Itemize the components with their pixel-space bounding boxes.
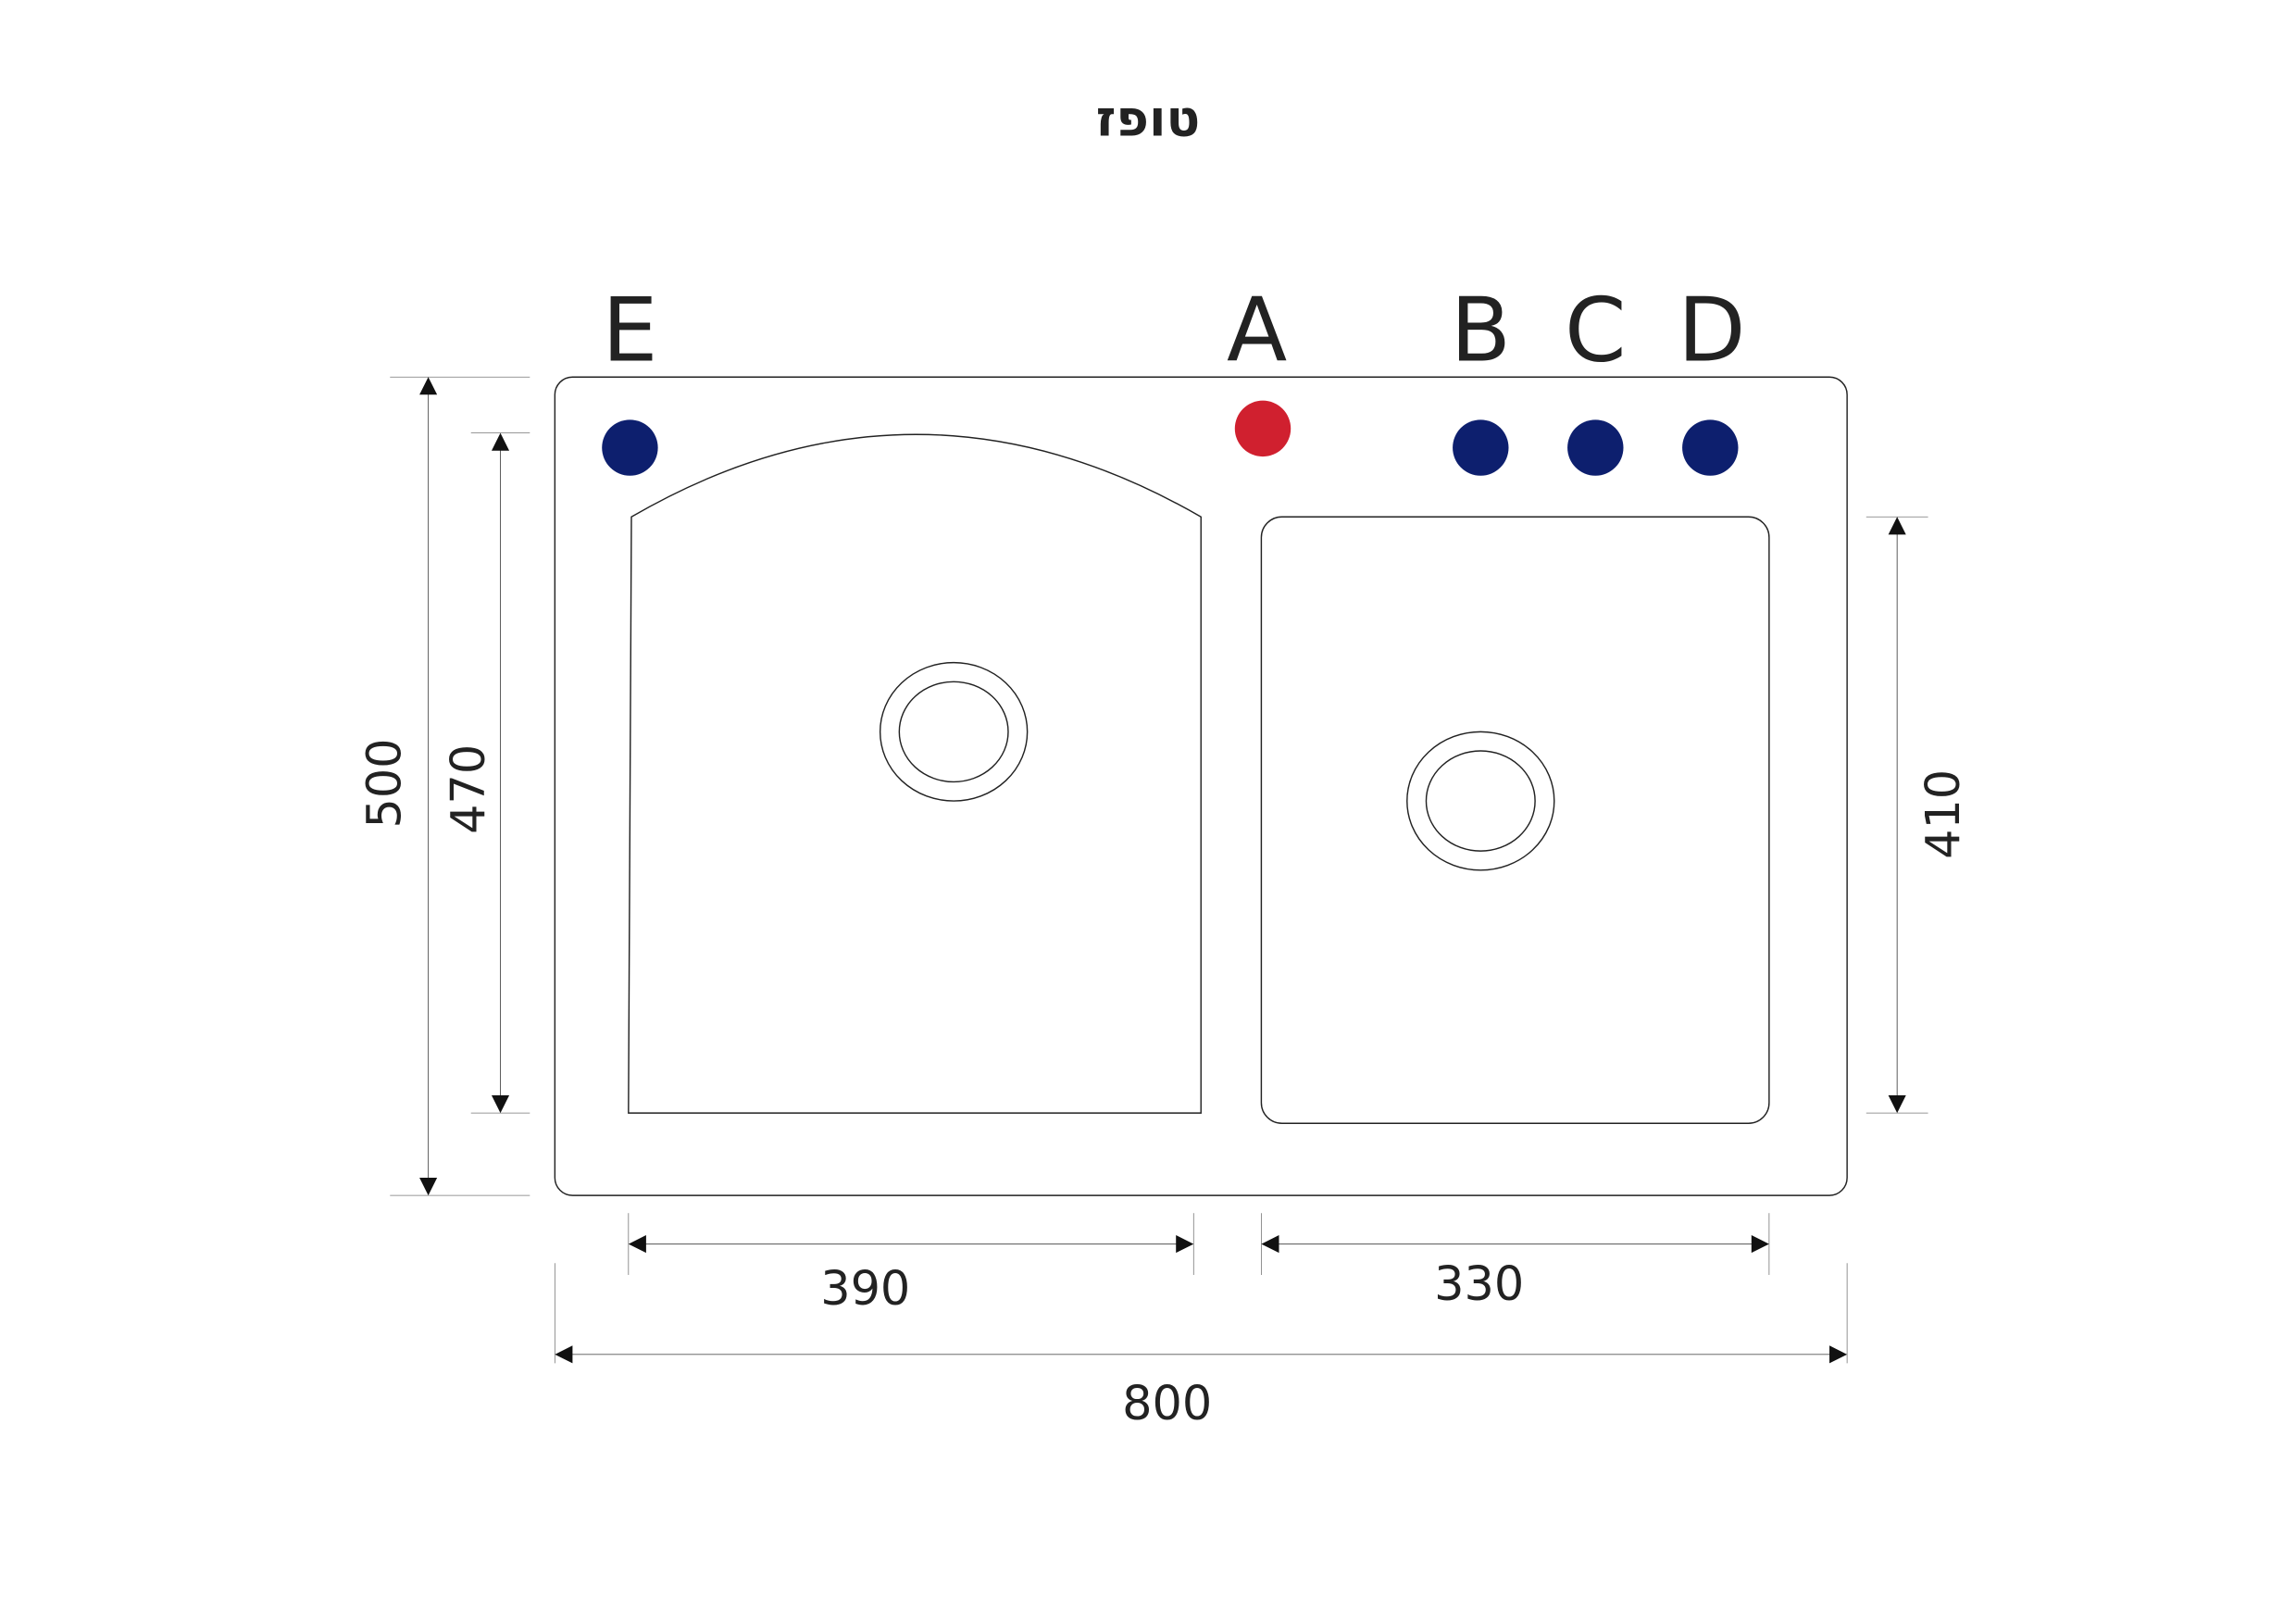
hole-label-b: B <box>1451 280 1511 382</box>
right-drain-outer <box>1406 731 1555 871</box>
product-title: טופז <box>1096 90 1200 148</box>
hole-label-e: E <box>602 280 657 382</box>
tap-hole-a <box>1234 400 1292 457</box>
dim-label-410: 410 <box>1915 769 1970 859</box>
dim-label-390: 390 <box>820 1261 910 1316</box>
left-drain-inner <box>898 681 1009 783</box>
right-bowl <box>1260 516 1770 1124</box>
left-bowl <box>628 433 1202 1114</box>
tap-hole-d <box>1682 419 1739 476</box>
dim-left-bowl-width: 390 <box>628 1213 1194 1316</box>
dim-label-470: 470 <box>441 744 495 834</box>
tap-hole-b <box>1453 419 1509 476</box>
right-drain-inner <box>1425 750 1536 852</box>
dim-label-500: 500 <box>356 738 411 828</box>
dim-label-800: 800 <box>1122 1376 1212 1430</box>
hole-label-c: C <box>1565 280 1627 382</box>
hole-label-d: D <box>1678 280 1745 382</box>
dim-right-bowl-width: 330 <box>1261 1213 1770 1311</box>
dim-label-330: 330 <box>1434 1256 1524 1311</box>
tap-hole-c <box>1567 419 1624 476</box>
left-drain-outer <box>879 661 1029 802</box>
dim-total-depth: 500 <box>356 376 530 1196</box>
dim-left-bowl-depth: 470 <box>441 432 530 1114</box>
sink-outline <box>554 376 1848 1196</box>
hole-label-a: A <box>1227 280 1287 382</box>
dim-right-bowl-depth: 410 <box>1866 516 1970 1114</box>
dim-total-width: 800 <box>554 1263 1848 1430</box>
tap-hole-e <box>602 419 658 476</box>
